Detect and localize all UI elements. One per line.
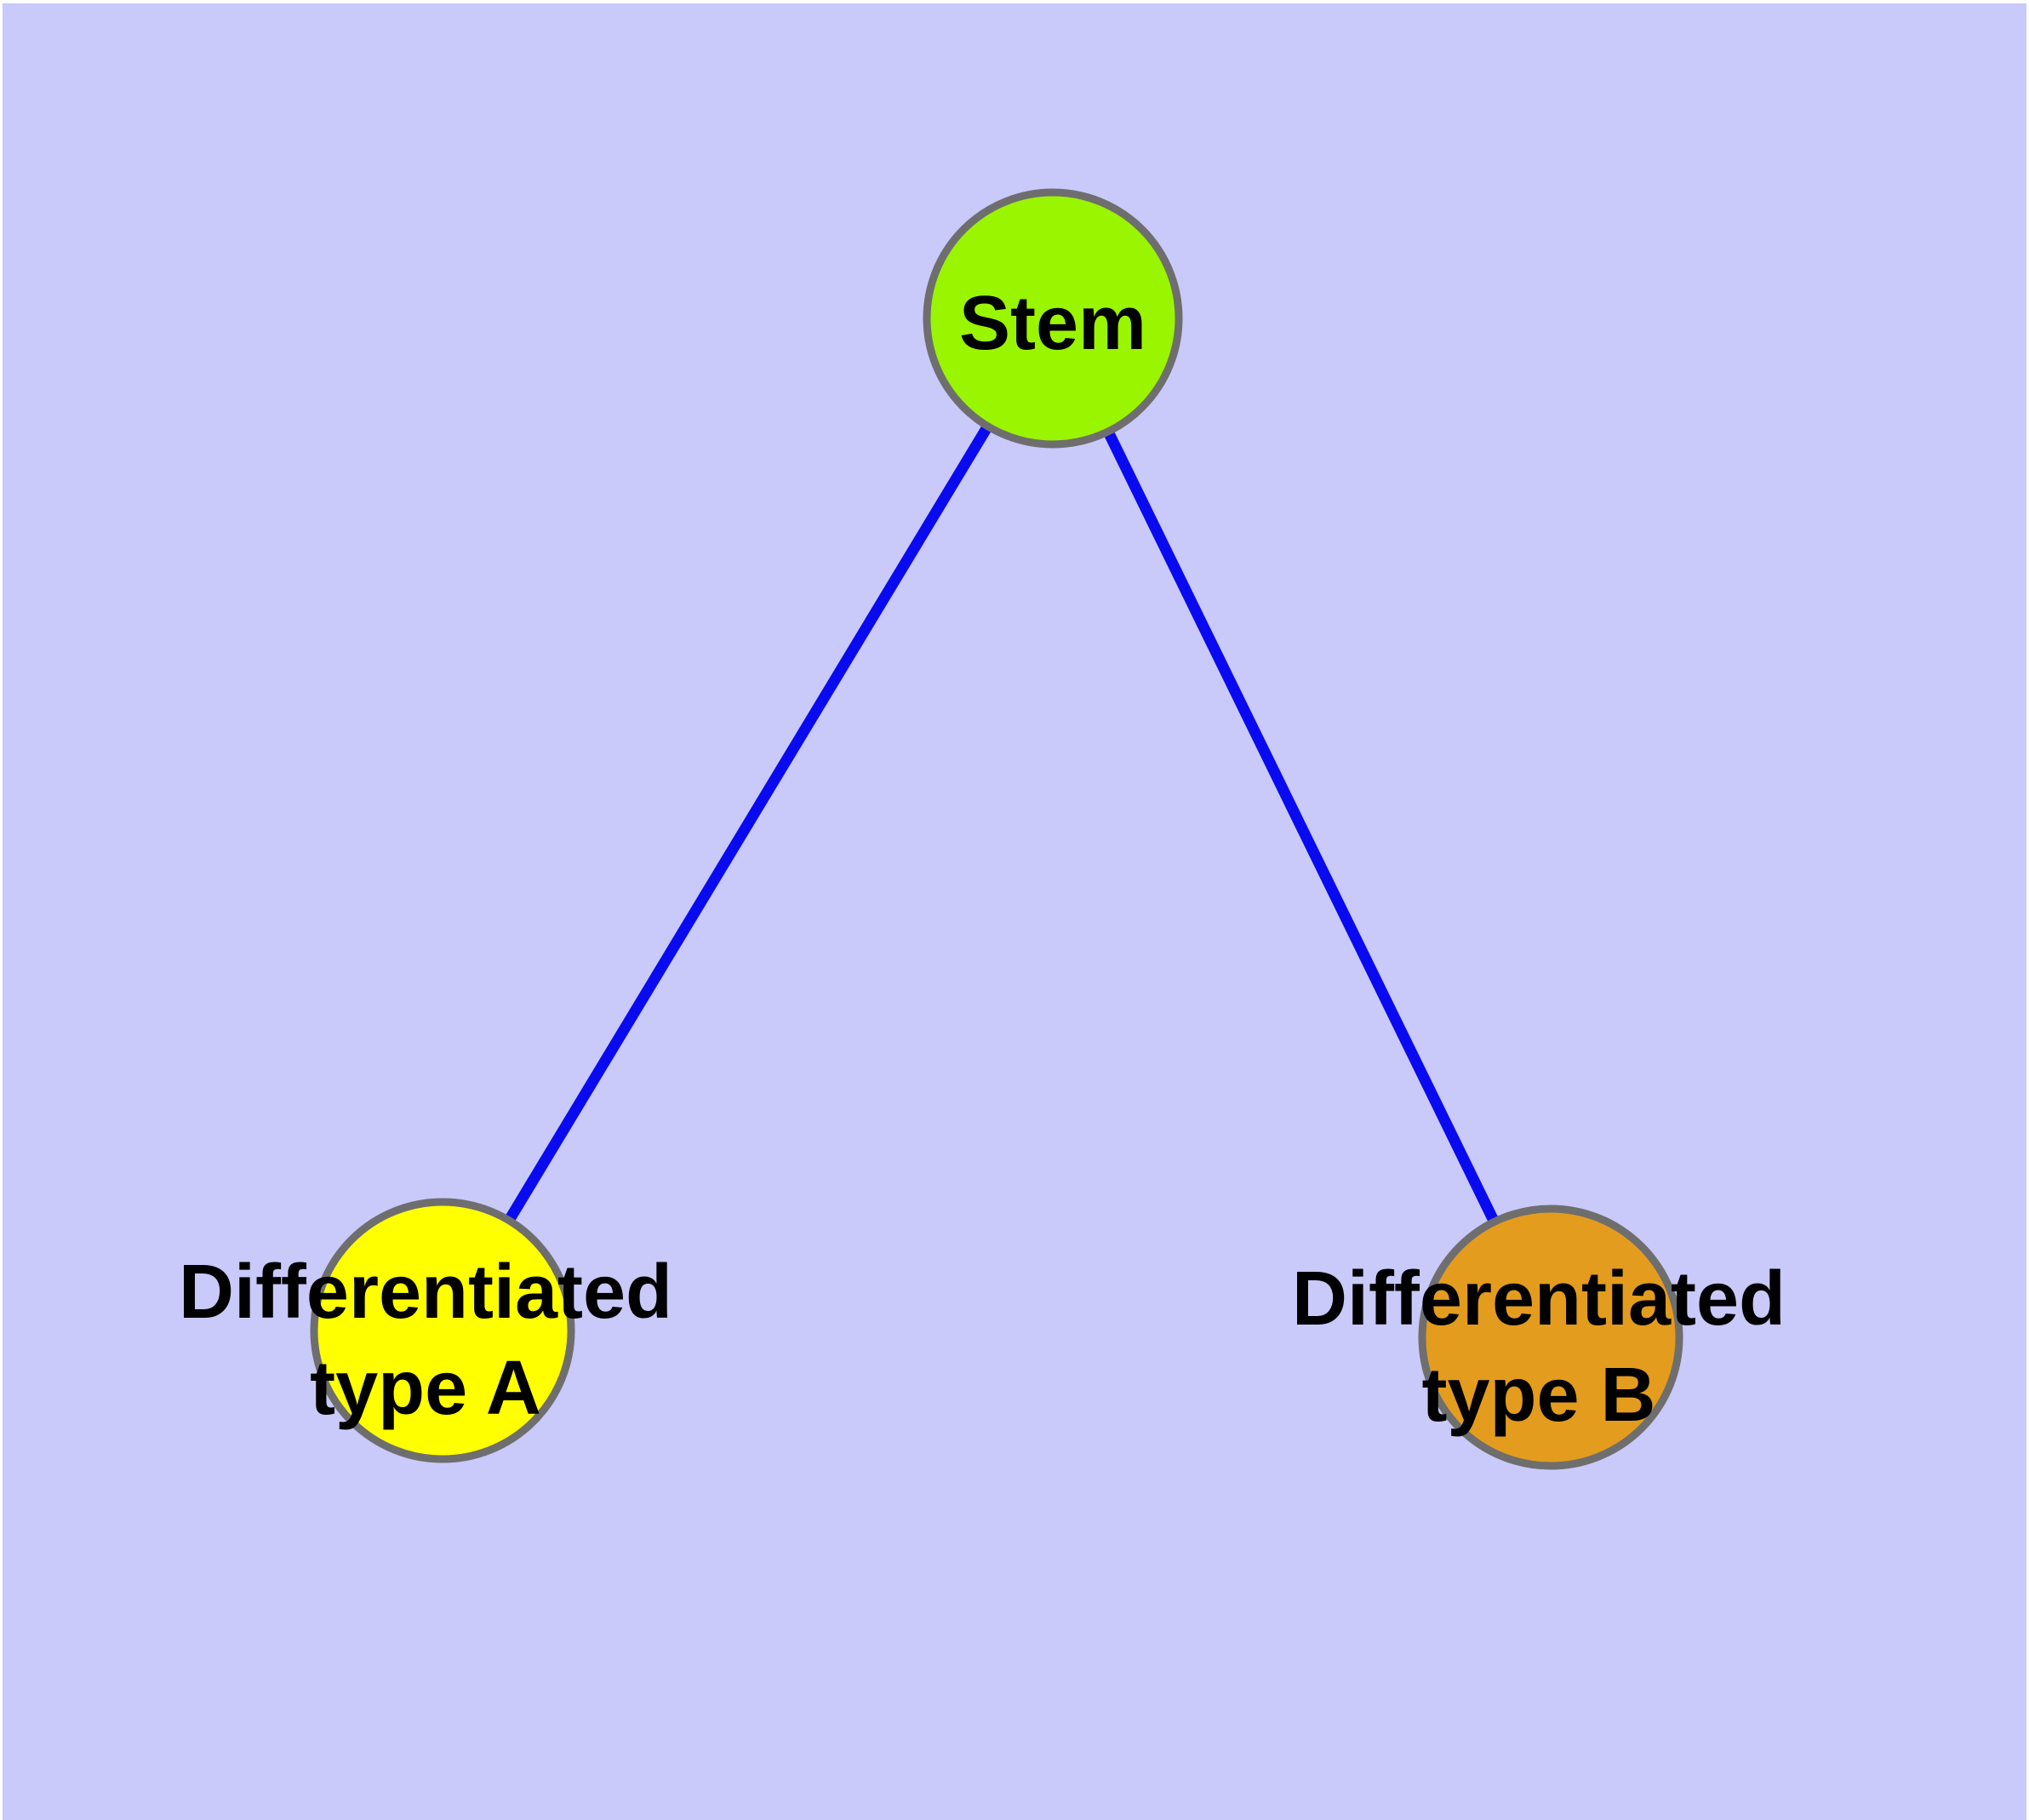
- edge-stem-to-type-a: [437, 315, 1058, 1334]
- node-type-a-label-line-1: Differentiated: [179, 1250, 672, 1335]
- node-differentiated-type-b: [1418, 1205, 1683, 1470]
- node-stem: [923, 188, 1183, 449]
- edge-stem-to-type-b: [1048, 316, 1556, 1340]
- node-stem-label: Stem: [959, 281, 1146, 366]
- node-differentiated-type-a: [310, 1198, 575, 1463]
- node-type-a-label-line-2: type A: [310, 1346, 541, 1431]
- node-type-b-label-line-1: Differentiated: [1292, 1256, 1786, 1342]
- node-type-b-label-line-2: type B: [1421, 1353, 1655, 1438]
